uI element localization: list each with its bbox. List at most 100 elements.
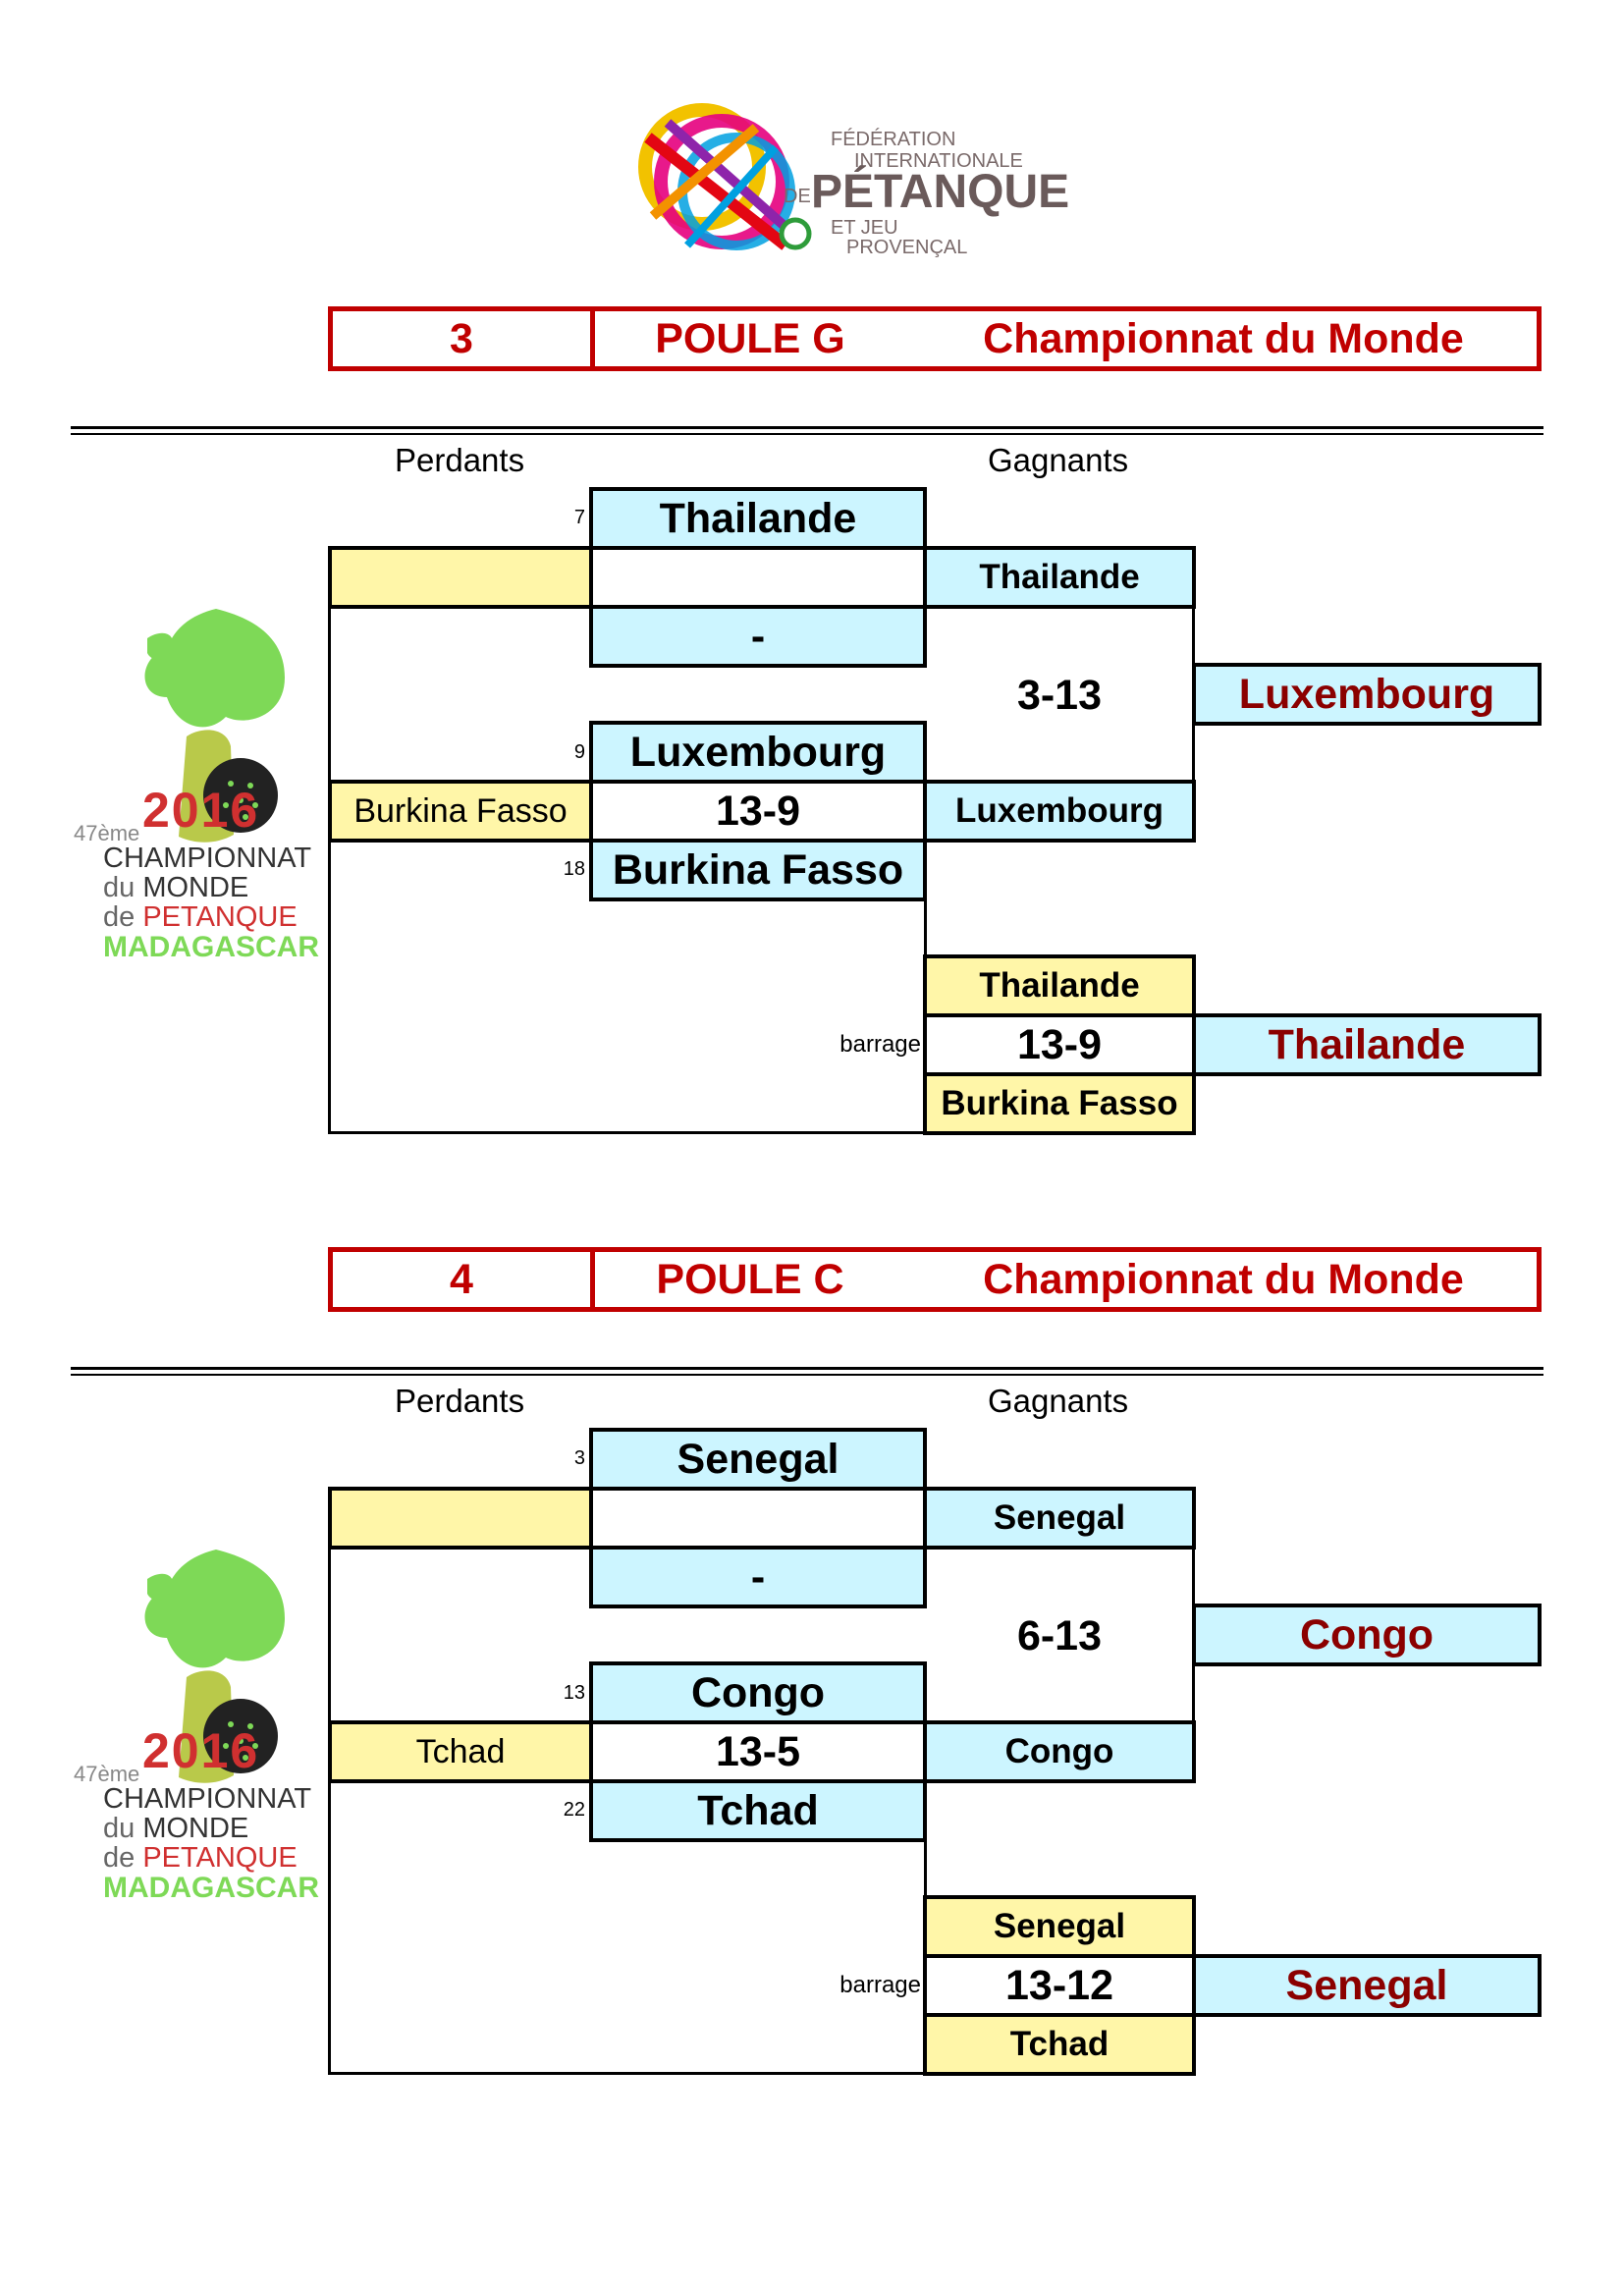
match1-loser xyxy=(328,1487,593,1550)
fipjp-line2: INTERNATIONALE xyxy=(854,150,1023,172)
competition-name: Championnat du Monde xyxy=(983,314,1464,362)
event-line2: du MONDE xyxy=(103,1815,248,1843)
losers-header: Perdants xyxy=(395,1383,525,1419)
winners-header: Gagnants xyxy=(988,1383,1129,1419)
event-line3a: de xyxy=(103,901,143,933)
team-slot-4: Burkina Fasso xyxy=(589,839,927,901)
event-line3: de PETANQUE xyxy=(103,1844,298,1873)
losers-bracket-bottom-line xyxy=(328,2072,927,2075)
winners-header: Gagnants xyxy=(988,442,1129,478)
barrage-score: 13-12 xyxy=(923,1954,1196,2017)
fipjp-prefix: DE xyxy=(784,186,811,207)
fipjp-line4: PROVENÇAL xyxy=(846,237,968,258)
event-line2b: MONDE xyxy=(142,872,249,903)
event-year: 2016 xyxy=(142,783,260,838)
separator-bottom xyxy=(71,1374,1543,1376)
seed-4: 18 xyxy=(563,858,585,880)
event-line3b: PETANQUE xyxy=(142,901,298,933)
losers-bracket-vertical xyxy=(924,898,927,956)
match1-loser xyxy=(328,546,593,609)
team-slot-1: Senegal xyxy=(589,1428,927,1491)
title-divider xyxy=(590,311,595,366)
r2-connector-line xyxy=(1192,605,1195,782)
barrage-winner: Thailande xyxy=(1192,1013,1542,1076)
bracket-section-1: 3 POULE G Championnat du Monde 2016 47èm… xyxy=(69,306,1543,1135)
title-divider xyxy=(590,1252,595,1307)
event-line1: CHAMPIONNAT xyxy=(103,1783,312,1815)
fipjp-logo: FÉDÉRATION INTERNATIONALE DE PÉTANQUE ET… xyxy=(628,98,1069,265)
fipjp-logo-graphic xyxy=(638,103,812,250)
r2-top: Senegal xyxy=(923,1487,1196,1550)
fipjp-line1: FÉDÉRATION xyxy=(831,129,956,150)
barrage-bottom: Tchad xyxy=(923,2013,1196,2076)
event-year: 2016 xyxy=(142,1723,260,1778)
barrage-bottom: Burkina Fasso xyxy=(923,1072,1196,1135)
madagascar-tree-icon xyxy=(144,609,285,843)
team-slot-3: Luxembourg xyxy=(589,721,927,784)
losers-bracket-left-line xyxy=(328,1546,331,1720)
seed-4: 22 xyxy=(563,1799,585,1821)
seed-1: 3 xyxy=(573,1447,585,1469)
losers-bracket-left-line-2 xyxy=(328,1779,331,2074)
bracket-section-2: 4 POULE C Championnat du Monde 2016 47èm… xyxy=(0,941,1624,2119)
event-line2a: du xyxy=(103,872,143,903)
bracket-number: 4 xyxy=(450,1255,473,1303)
event-edition: 47ème xyxy=(74,1762,140,1786)
team-slot-2: - xyxy=(589,1546,927,1608)
competition-name: Championnat du Monde xyxy=(983,1255,1464,1303)
separator-bottom xyxy=(71,433,1543,435)
barrage-winner: Senegal xyxy=(1192,1954,1542,2017)
match2-score: 13-5 xyxy=(589,1720,927,1783)
poule-name: POULE C xyxy=(656,1255,844,1303)
barrage-top: Senegal xyxy=(923,1895,1196,1958)
losers-bracket-bottom-line xyxy=(328,1131,927,1134)
team-slot-2: - xyxy=(589,605,927,668)
bracket-title-bar: 3 POULE G Championnat du Monde xyxy=(328,306,1542,371)
event-line3a: de xyxy=(103,1842,143,1874)
losers-bracket-left-line-2 xyxy=(328,839,331,1133)
poule-name: POULE G xyxy=(655,314,845,362)
barrage-label: barrage xyxy=(839,1972,921,1998)
match2-score: 13-9 xyxy=(589,780,927,843)
r2-score: 3-13 xyxy=(1016,671,1103,719)
event-line2: du MONDE xyxy=(103,874,248,902)
r2-bottom: Luxembourg xyxy=(923,780,1196,843)
losers-bracket-vertical xyxy=(924,1838,927,1897)
fipjp-main: PÉTANQUE xyxy=(811,166,1070,218)
match1-score xyxy=(589,546,927,609)
match2-loser: Burkina Fasso xyxy=(328,780,593,843)
separator-top xyxy=(71,426,1543,429)
event-line3b: PETANQUE xyxy=(142,1842,298,1874)
seed-1: 7 xyxy=(573,507,585,528)
bracket-title-bar: 4 POULE C Championnat du Monde xyxy=(328,1247,1542,1312)
event-line4: MADAGASCAR xyxy=(103,931,319,963)
event-edition: 47ème xyxy=(74,821,140,845)
team-slot-1: Thailande xyxy=(589,487,927,550)
bracket-number: 3 xyxy=(450,314,473,362)
r2-winner: Luxembourg xyxy=(1192,663,1542,726)
event-line2b: MONDE xyxy=(142,1813,249,1844)
match2-loser: Tchad xyxy=(328,1720,593,1783)
event-line4: MADAGASCAR xyxy=(103,1872,319,1904)
r2-score: 6-13 xyxy=(1016,1611,1103,1659)
fipjp-line3: ET JEU xyxy=(831,217,898,239)
event-line1: CHAMPIONNAT xyxy=(103,843,312,874)
losers-header: Perdants xyxy=(395,442,525,478)
separator-top xyxy=(71,1367,1543,1370)
event-logo: 2016 47ème CHAMPIONNAT du MONDE de PETAN… xyxy=(69,1550,324,1903)
team-slot-3: Congo xyxy=(589,1661,927,1724)
madagascar-tree-icon xyxy=(144,1550,285,1783)
seed-3: 13 xyxy=(563,1682,585,1704)
r2-top: Thailande xyxy=(923,546,1196,609)
event-logo: 2016 47ème CHAMPIONNAT du MONDE de PETAN… xyxy=(69,609,324,962)
event-line2a: du xyxy=(103,1813,143,1844)
event-line3: de PETANQUE xyxy=(103,903,298,932)
r2-bottom: Congo xyxy=(923,1720,1196,1783)
barrage-label: barrage xyxy=(839,1031,921,1058)
r2-winner: Congo xyxy=(1192,1604,1542,1666)
r2-connector-line xyxy=(1192,1546,1195,1722)
match1-score xyxy=(589,1487,927,1550)
barrage-score: 13-9 xyxy=(923,1013,1196,1076)
losers-bracket-left-line xyxy=(328,605,331,780)
team-slot-4: Tchad xyxy=(589,1779,927,1842)
